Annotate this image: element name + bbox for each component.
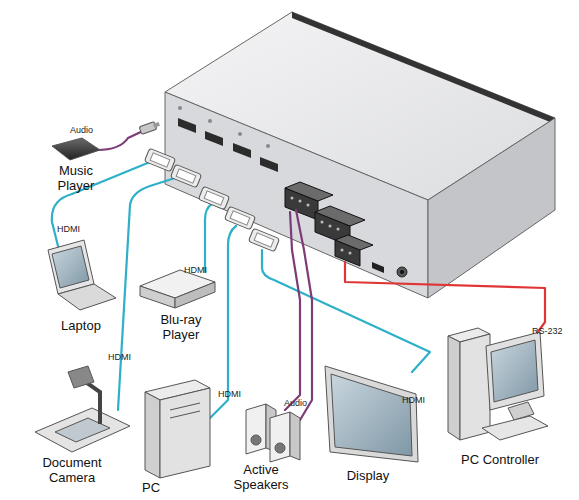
device-label: PC Controller	[448, 452, 552, 467]
cable-label: HDMI	[402, 395, 425, 405]
device-label: Active Speakers	[226, 462, 296, 492]
switcher-unit	[165, 12, 555, 298]
cable-label: HDMI	[57, 224, 80, 234]
cable-label: Audio	[284, 398, 307, 408]
device: Music Player	[48, 136, 104, 162]
device: Display	[323, 362, 421, 466]
device-label: Laptop	[50, 318, 112, 333]
device: PC Controller	[440, 324, 552, 444]
cable-label: Audio	[70, 125, 93, 135]
device-label: PC	[136, 480, 166, 495]
device: Active Speakers	[243, 400, 303, 462]
cable-label: HDMI	[184, 265, 207, 275]
device: Document Camera	[32, 364, 132, 454]
device-label: Display	[336, 468, 400, 483]
cable-label: HDMI	[218, 389, 241, 399]
device: PC	[143, 378, 213, 478]
cable-plugs	[139, 120, 279, 252]
device-drawings	[35, 138, 548, 478]
cable-label: HDMI	[108, 352, 131, 362]
device-label: Music Player	[48, 163, 104, 193]
device-label: Document Camera	[34, 455, 110, 485]
device: Laptop	[45, 238, 117, 314]
cable-label: RS-232	[532, 326, 563, 336]
device-label: Blu-ray Player	[150, 312, 212, 342]
